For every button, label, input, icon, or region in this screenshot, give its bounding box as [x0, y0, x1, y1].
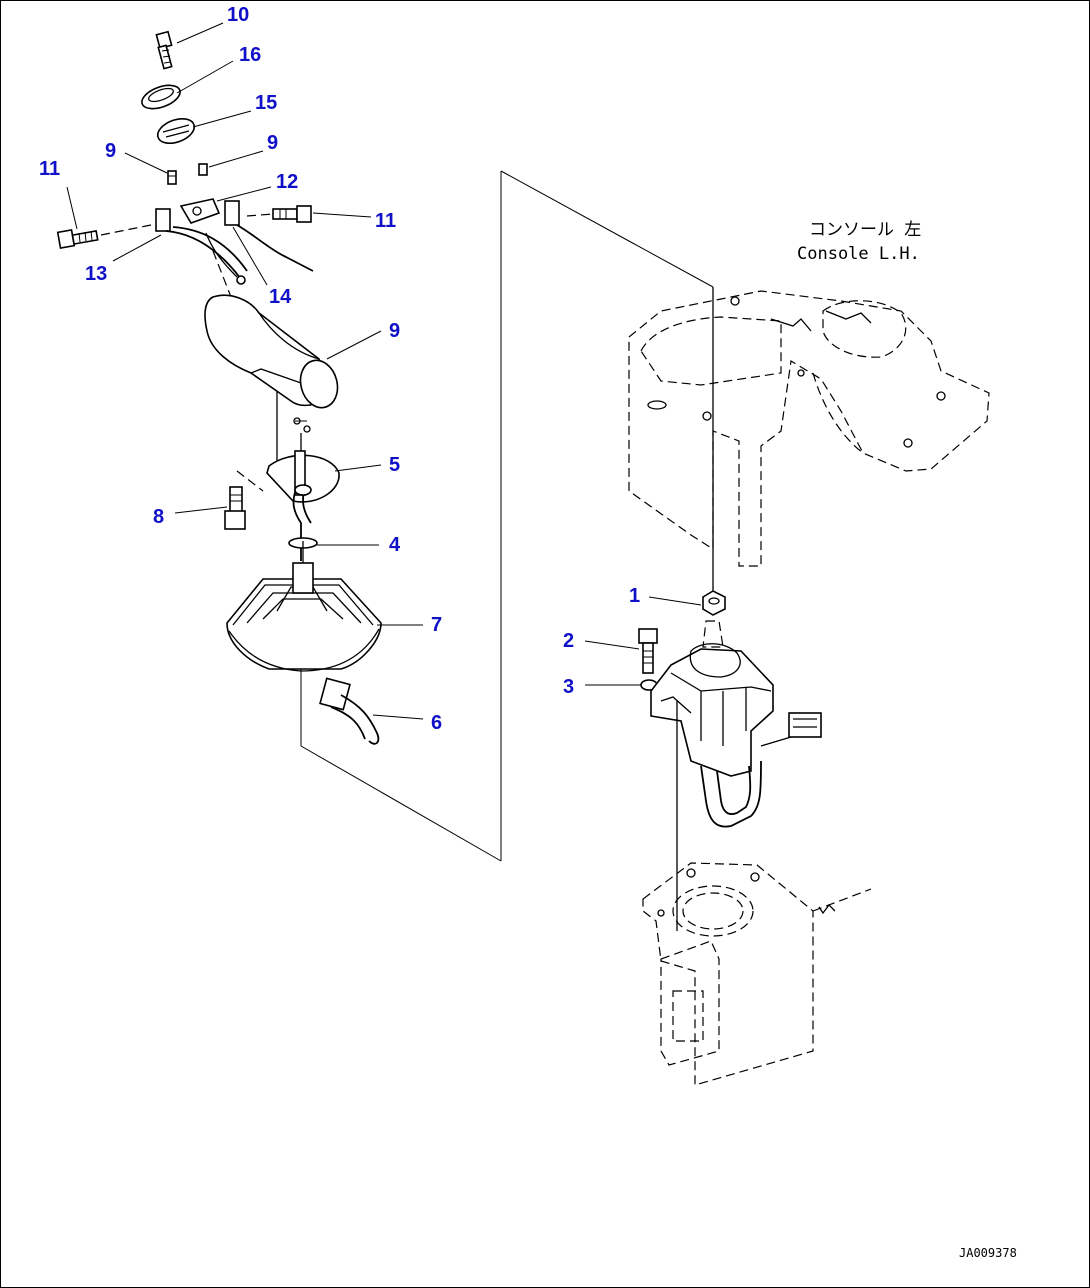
harness-6 — [319, 677, 380, 745]
callout-16[interactable]: 16 — [239, 44, 261, 66]
callout-7[interactable]: 7 — [431, 614, 442, 636]
screw-9-right — [198, 163, 208, 176]
pilot-valve — [650, 620, 822, 828]
callout-13[interactable]: 13 — [85, 263, 107, 285]
console-caption-english: Console L.H. — [797, 244, 920, 264]
leader-lines — [66, 22, 702, 720]
callout-numbers: 10 16 15 9 9 11 12 11 13 14 9 5 8 4 7 6 … — [39, 4, 640, 734]
callout-14[interactable]: 14 — [269, 286, 292, 308]
console-lh-housing — [628, 290, 990, 567]
bolt-10 — [155, 30, 173, 70]
callout-9-right-screw[interactable]: 9 — [267, 132, 278, 154]
valve-bracket — [642, 862, 872, 1086]
callout-6[interactable]: 6 — [431, 712, 442, 734]
screw-9-left — [167, 170, 177, 185]
cap-16 — [141, 84, 181, 110]
bolt-11-left — [56, 228, 99, 250]
callout-9-lever[interactable]: 9 — [389, 320, 400, 342]
nut-1 — [702, 590, 726, 616]
callout-10[interactable]: 10 — [227, 4, 249, 26]
wires-and-plate-5 — [266, 391, 340, 561]
callout-3[interactable]: 3 — [563, 676, 574, 698]
callout-5[interactable]: 5 — [389, 454, 400, 476]
callout-11-left-bolt[interactable]: 11 — [39, 158, 60, 180]
callout-1[interactable]: 1 — [629, 585, 640, 607]
boot-7 — [226, 541, 382, 672]
callout-11-right-bolt[interactable]: 11 — [375, 210, 396, 232]
knob-15 — [156, 117, 196, 145]
callout-12[interactable]: 12 — [276, 171, 298, 193]
callout-9-left-screw[interactable]: 9 — [105, 140, 116, 162]
lever-grip-9 — [204, 294, 339, 409]
callout-2[interactable]: 2 — [563, 630, 574, 652]
console-caption-japanese: コンソール 左 — [809, 220, 921, 240]
callout-8[interactable]: 8 — [153, 506, 164, 528]
bolt-2 — [638, 628, 658, 674]
bolt-11-right — [272, 205, 312, 223]
drawing-code: JA009378 — [959, 1246, 1017, 1260]
callout-15[interactable]: 15 — [255, 92, 277, 114]
grip-bracket-12-13-14 — [155, 198, 314, 285]
callout-4[interactable]: 4 — [389, 534, 401, 556]
bolt-8 — [224, 486, 246, 530]
